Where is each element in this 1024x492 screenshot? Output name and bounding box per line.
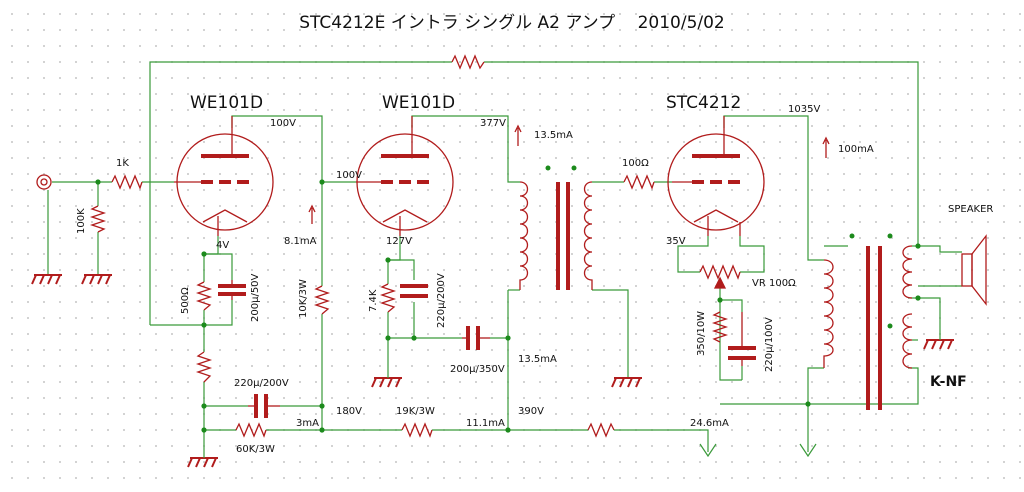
label-r-dec: 60K/3W	[236, 444, 275, 455]
label-v-180: 180V	[336, 406, 362, 417]
interstage-transformer	[519, 165, 593, 290]
label-r-k2: 7.4K	[368, 289, 379, 312]
capacitor-c-k2	[400, 284, 428, 298]
resistor-100k	[89, 205, 107, 233]
resistor-feedback	[451, 54, 485, 70]
label-v3-current: 100mA	[838, 144, 874, 155]
tube-v2	[356, 116, 454, 236]
label-v-390: 390V	[518, 406, 544, 417]
label-r-g3: 100Ω	[622, 158, 649, 169]
resistor-350	[711, 311, 729, 343]
resistor-lower	[195, 351, 213, 383]
label-r-grid: 100K	[76, 208, 87, 234]
wires	[47, 61, 962, 452]
label-v1-current: 8.1mA	[284, 236, 317, 247]
label-r-in: 1K	[116, 158, 129, 169]
label-c-k2: 220μ/200V	[436, 273, 447, 328]
label-i-375: 13.5mA	[518, 354, 557, 365]
current-arrows	[308, 124, 830, 224]
tube-v3	[667, 116, 765, 236]
ground-icon	[611, 377, 642, 388]
ground-icon	[187, 457, 218, 468]
label-v1-plate: 100V	[270, 118, 296, 129]
tube-label-v1: WE101D	[190, 93, 263, 113]
capacitor-c-380	[462, 326, 490, 350]
tube-label-v3: STC4212	[666, 93, 741, 113]
resistor-7k4	[379, 283, 397, 313]
ground-icon	[923, 339, 954, 350]
output-transformer	[823, 233, 913, 410]
label-c-dec: 220μ/200V	[234, 378, 289, 389]
label-r-k1: 500Ω	[180, 287, 191, 314]
label-speaker: SPEAKER	[948, 204, 993, 215]
label-i-3ma: 3mA	[296, 418, 319, 429]
tube-v1	[174, 116, 274, 236]
label-r-k3: 350/10W	[696, 311, 707, 356]
potentiometer-vr	[699, 264, 741, 280]
label-i-11: 11.1mA	[466, 418, 505, 429]
label-c-k1: 200μ/50V	[250, 273, 261, 322]
label-i-top: 13.5mA	[534, 130, 573, 141]
input-jack-icon	[36, 174, 52, 190]
resistor-100-ohm	[623, 174, 655, 190]
bplus-arrows	[699, 443, 817, 458]
resistor-bplus	[587, 422, 615, 438]
label-vr: VR 100Ω	[752, 278, 796, 289]
label-c-380: 200μ/350V	[450, 364, 505, 375]
label-r-load1: 10K/3W	[298, 279, 309, 318]
label-v2-cathode: 127V	[386, 236, 412, 247]
capacitor-c-k3	[728, 312, 756, 366]
schematic-title: STC4212E イントラ シングル A2 アンプ 2010/5/02	[299, 13, 725, 33]
resistor-60k	[235, 422, 267, 438]
label-r-19k: 19K/3W	[396, 406, 435, 417]
ground-icon	[31, 274, 62, 285]
components	[36, 54, 741, 438]
label-v3-plate: 1035V	[788, 104, 820, 115]
junctions	[95, 179, 921, 433]
capacitor-c-k1	[218, 280, 246, 300]
resistor-1k	[111, 174, 143, 190]
speaker-icon	[961, 234, 987, 306]
resistor-19k	[401, 422, 433, 438]
ground-icon	[81, 274, 112, 285]
tube-label-v2: WE101D	[382, 93, 455, 113]
label-v2-grid: 100V	[336, 170, 362, 181]
label-v2-plate: 377V	[480, 118, 506, 129]
label-i-24: 24.6mA	[690, 418, 729, 429]
grounds	[31, 274, 954, 468]
capacitor-c-dec	[248, 394, 280, 418]
label-v3-cathode: 35V	[666, 236, 686, 247]
capacitors	[218, 280, 756, 418]
label-c-k3: 220μ/100V	[764, 317, 775, 372]
ground-icon	[371, 377, 402, 388]
resistor-10k	[313, 285, 331, 315]
label-v1-cathode: 4V	[216, 240, 229, 251]
tubes	[174, 116, 765, 236]
label-knf: K-NF	[930, 374, 967, 390]
resistor-500	[195, 281, 213, 311]
